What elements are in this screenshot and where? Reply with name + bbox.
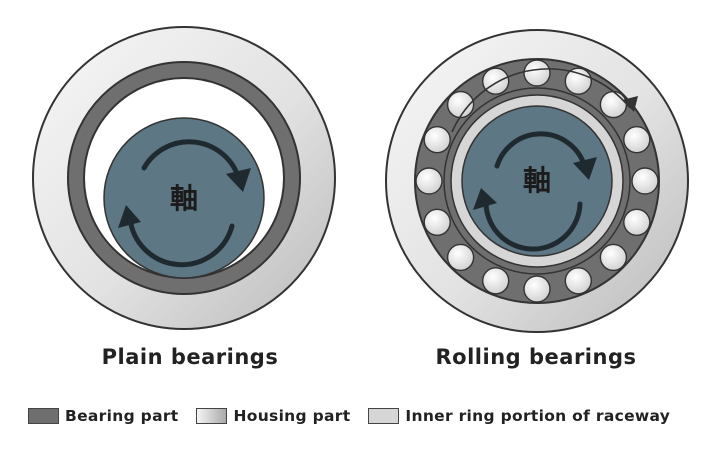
legend-item-bearing: Bearing part xyxy=(28,407,178,425)
rolling-ball xyxy=(446,243,475,272)
legend-item-inner-ring: Inner ring portion of raceway xyxy=(368,407,670,425)
legend: Bearing part Housing part Inner ring por… xyxy=(28,404,688,428)
rolling-ball xyxy=(482,267,510,295)
legend-label-inner-ring: Inner ring portion of raceway xyxy=(405,407,671,425)
rolling-rotation-arrow-bottom xyxy=(483,197,583,252)
rolling-ball xyxy=(523,275,551,303)
rolling-bearings-title: Rolling bearings xyxy=(435,345,637,369)
rolling-shaft xyxy=(461,105,613,257)
inner-ring-swatch xyxy=(368,408,400,424)
rolling-ball xyxy=(599,90,628,119)
bearing-swatch xyxy=(28,408,59,424)
rolling-balls xyxy=(415,59,659,303)
rolling-ball xyxy=(623,208,651,237)
rolling-rotation-arrowhead-top xyxy=(573,157,597,180)
rolling-rotation-arrow-top xyxy=(494,131,587,169)
rolling-orbit-arrowhead xyxy=(622,96,638,112)
plain-rotation-arrow-top xyxy=(141,139,241,179)
rolling-ball xyxy=(423,125,451,154)
rolling-shaft-label: 軸 xyxy=(523,164,551,197)
rolling-orbit-arrow xyxy=(451,68,631,133)
plain-shaft-label: 軸 xyxy=(170,182,198,215)
rolling-rotation-arrowhead-bottom xyxy=(473,188,497,210)
legend-label-housing: Housing part xyxy=(233,407,351,425)
plain-rotation-arrow-bottom xyxy=(127,215,235,268)
plain-rotation-arrowhead-bottom xyxy=(118,205,141,228)
plain-bearings-title: Plain bearings xyxy=(101,345,279,369)
housing-swatch xyxy=(196,408,228,424)
plain-bearing: 軸 xyxy=(32,26,336,330)
legend-label-bearing: Bearing part xyxy=(65,407,179,425)
rolling-bearing: 軸 xyxy=(385,29,689,333)
plain-rotation-arrowhead-top xyxy=(226,168,251,192)
rolling-ball xyxy=(631,167,659,195)
rolling-ball xyxy=(623,125,651,154)
rolling-ball xyxy=(482,67,510,95)
rolling-ball xyxy=(523,59,551,87)
rolling-ball xyxy=(564,67,592,95)
rolling-ball xyxy=(599,243,628,272)
rolling-ball xyxy=(423,208,451,237)
rolling-ball xyxy=(564,267,592,295)
rolling-ball xyxy=(415,167,443,195)
rolling-ball xyxy=(446,90,475,119)
legend-item-housing: Housing part xyxy=(196,407,350,425)
